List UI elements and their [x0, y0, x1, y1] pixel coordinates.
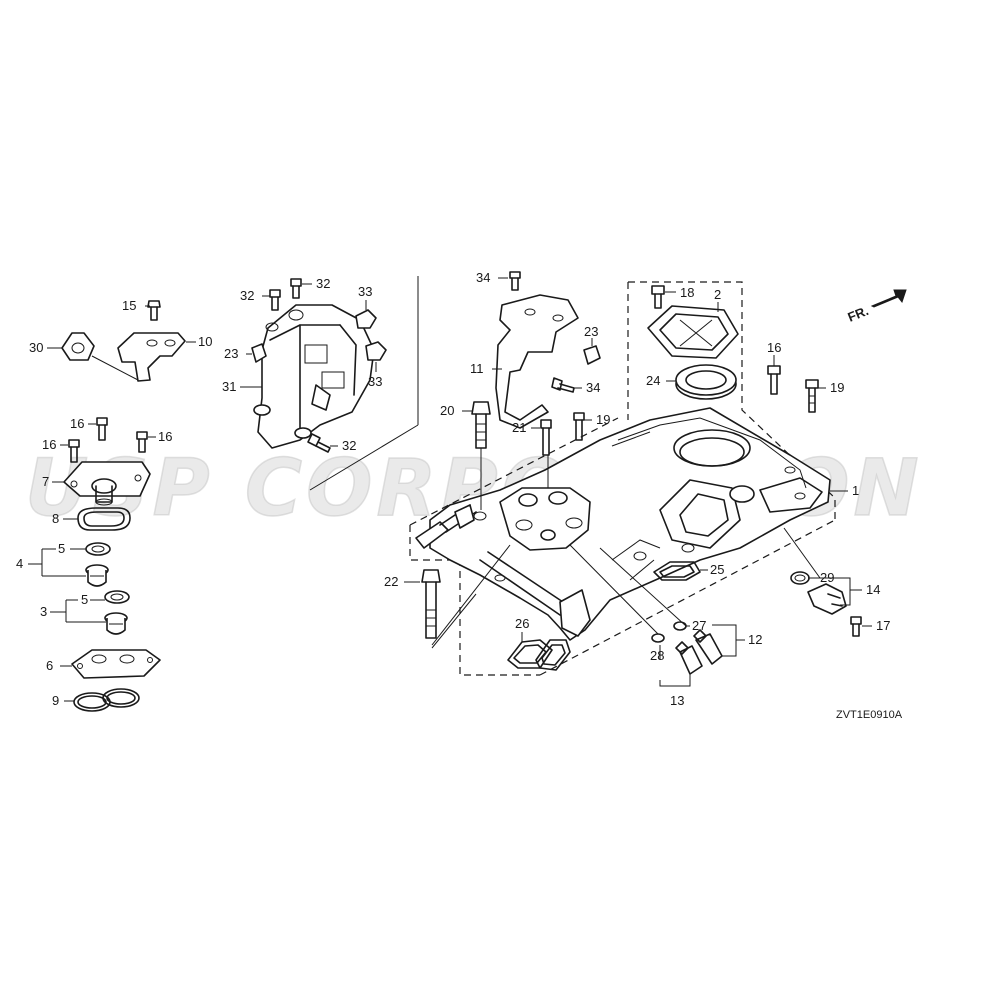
callout-17: 17 [876, 618, 890, 633]
housing-part-31 [253, 304, 375, 449]
bolt-part-17 [850, 616, 862, 637]
callout-20: 20 [440, 403, 454, 418]
oil-pan-part-1 [415, 407, 831, 641]
direction-label: FR. [846, 303, 871, 325]
callout-12: 12 [748, 632, 762, 647]
callout-19-a: 19 [596, 412, 610, 427]
sensor-part-14 [807, 583, 847, 615]
callout-6: 6 [46, 658, 53, 673]
clip-part-33-a [355, 309, 377, 329]
front-direction-indicator: FR. [846, 289, 907, 325]
callout-5-upper: 5 [58, 541, 65, 556]
callout-9: 9 [52, 693, 59, 708]
callout-22: 22 [384, 574, 398, 589]
bolt-part-19-b [805, 379, 819, 413]
callout-30: 30 [29, 340, 43, 355]
bolt-part-16-a [96, 417, 108, 441]
bolt-part-32-b [290, 278, 302, 299]
callout-25: 25 [710, 562, 724, 577]
thermostat-cover-part-6 [71, 649, 161, 679]
bracket-part-10 [117, 332, 186, 382]
front-arrow-icon [870, 289, 907, 308]
o-ring-part-27 [673, 621, 687, 631]
o-rings-part-9 [73, 688, 140, 712]
callout-1: 1 [852, 483, 859, 498]
bolt-part-19-a [573, 412, 585, 441]
callout-21: 21 [512, 420, 526, 435]
clip-part-33-b [365, 341, 387, 361]
callout-23-b: 23 [584, 324, 598, 339]
callout-27: 27 [692, 618, 706, 633]
callout-32-a: 32 [240, 288, 254, 303]
water-outlet-part-7 [63, 461, 151, 506]
bolt-part-21 [540, 419, 552, 456]
separator-line-diagonal [309, 424, 419, 491]
oil-seal-part-24 [675, 364, 737, 400]
callout-16-d: 16 [767, 340, 781, 355]
callout-14: 14 [866, 582, 880, 597]
callout-23-a: 23 [224, 346, 238, 361]
bolt-part-16-c [136, 431, 148, 453]
clip-part-23-center [583, 345, 601, 365]
gasket-part-8 [77, 507, 131, 531]
bolt-part-16-d [767, 365, 781, 395]
callout-33-b: 33 [368, 374, 382, 389]
bolt-part-16-b [68, 439, 80, 463]
callout-29: 29 [820, 570, 834, 585]
callout-34-a: 34 [476, 270, 490, 285]
leader-lines [28, 277, 872, 702]
callout-11: 11 [470, 361, 484, 376]
callout-32-b: 32 [316, 276, 330, 291]
seal-part-5-lower [104, 590, 130, 604]
clamp-part-30 [61, 332, 95, 361]
callout-8: 8 [52, 511, 59, 526]
sensor-part-13 [675, 641, 703, 675]
bolt-part-20 [471, 401, 491, 449]
cover-part-2 [647, 305, 739, 359]
callout-33-a: 33 [358, 284, 372, 299]
callout-2: 2 [714, 287, 721, 302]
seal-part-5-upper [85, 542, 111, 556]
callout-28: 28 [650, 648, 664, 663]
callout-5-lower: 5 [81, 592, 88, 607]
callout-32-c: 32 [342, 438, 356, 453]
callout-labels: 15 10 30 16 16 16 7 8 5 4 5 3 6 9 32 32 … [16, 270, 890, 708]
callout-7: 7 [42, 474, 49, 489]
callout-16-b: 16 [42, 437, 56, 452]
bolt-part-15 [147, 300, 161, 321]
callout-16-c: 16 [158, 429, 172, 444]
callout-31: 31 [222, 379, 236, 394]
bolt-part-22 [421, 569, 441, 639]
callout-24: 24 [646, 373, 660, 388]
bolt-part-34-b [551, 377, 575, 393]
thermostat-part-3 [104, 612, 128, 635]
bracket-part-11 [495, 294, 579, 429]
clip-part-23-left [251, 343, 267, 363]
o-ring-part-28 [651, 633, 665, 643]
gasket-part-25 [653, 561, 701, 581]
bolt-part-32-a [269, 289, 281, 311]
gasket-part-26 [507, 639, 571, 671]
callout-19-b: 19 [830, 380, 844, 395]
callout-18: 18 [680, 285, 694, 300]
callout-26: 26 [515, 616, 529, 631]
o-ring-part-29 [790, 571, 810, 585]
bolt-part-32-c [307, 433, 331, 453]
thermostat-part-4 [85, 564, 109, 587]
callout-34-b: 34 [586, 380, 600, 395]
callout-10: 10 [198, 334, 212, 349]
diagram-code: ZVT1E0910A [836, 709, 903, 721]
callout-13: 13 [670, 693, 684, 708]
callout-16-a: 16 [70, 416, 84, 431]
callout-4: 4 [16, 556, 23, 571]
bolt-part-34-a [509, 271, 521, 291]
callout-15: 15 [122, 298, 136, 313]
bolt-part-18 [651, 285, 665, 309]
callout-3: 3 [40, 604, 47, 619]
